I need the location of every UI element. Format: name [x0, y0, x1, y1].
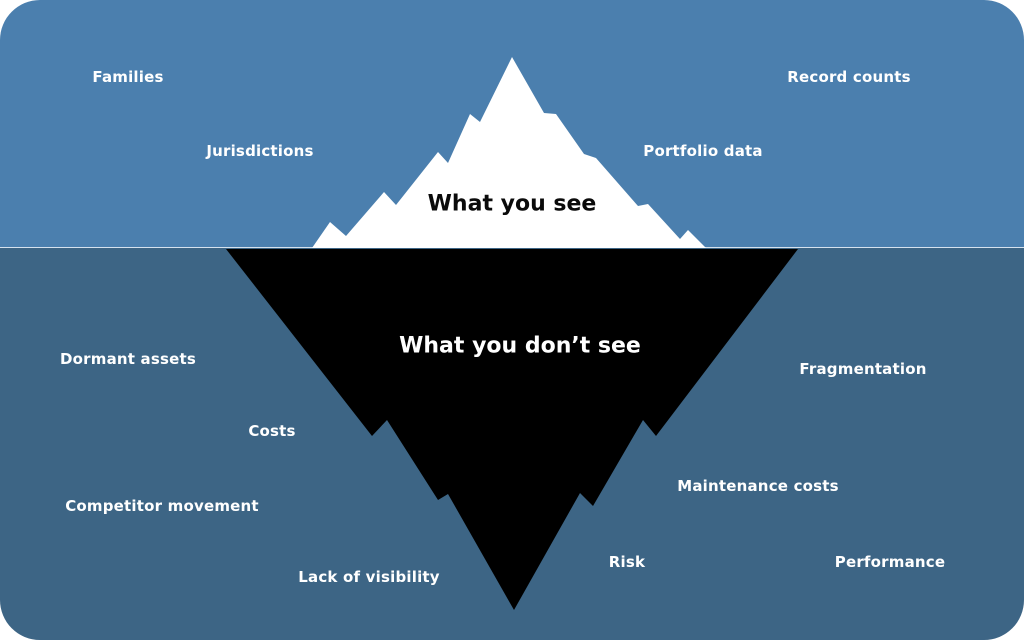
- iceberg-mass: [226, 249, 798, 610]
- label-maintenance-costs: Maintenance costs: [677, 477, 839, 495]
- label-families: Families: [92, 68, 164, 86]
- label-risk: Risk: [608, 553, 646, 571]
- label-performance: Performance: [834, 553, 946, 571]
- label-lack-of-visibility: Lack of visibility: [298, 568, 440, 586]
- label-record-counts: Record counts: [787, 68, 911, 86]
- label-dormant-assets: Dormant assets: [59, 350, 197, 368]
- label-fragmentation: Fragmentation: [799, 360, 927, 378]
- label-competitor-movement: Competitor movement: [65, 497, 259, 515]
- iceberg-tip: [312, 57, 706, 248]
- visible-caption: What you see: [427, 191, 597, 217]
- label-jurisdictions: Jurisdictions: [206, 142, 314, 160]
- hidden-caption: What you don’t see: [399, 333, 641, 359]
- label-portfolio-data: Portfolio data: [643, 142, 763, 160]
- label-costs: Costs: [248, 422, 296, 440]
